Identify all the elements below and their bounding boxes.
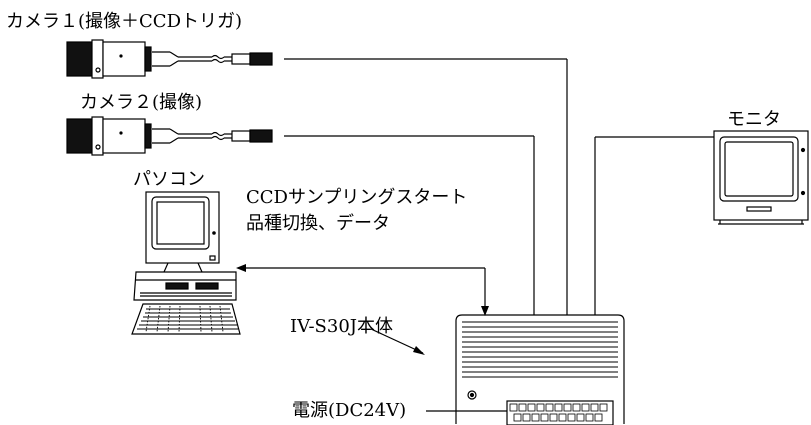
comm-link bbox=[244, 267, 486, 310]
camera1-icon bbox=[66, 39, 568, 315]
pc-label: パソコン bbox=[133, 169, 205, 190]
terminal-row-top bbox=[509, 403, 608, 412]
arrow-down-icon bbox=[481, 306, 489, 316]
camera2-label: カメラ２(撮像) bbox=[80, 92, 203, 113]
camera2-icon bbox=[66, 116, 535, 315]
keyboard-keys bbox=[137, 305, 238, 333]
controller-vents bbox=[462, 321, 618, 378]
camera1-label: カメラ１(撮像＋CCDトリガ) bbox=[6, 11, 243, 32]
monitor-label: モニタ bbox=[727, 109, 781, 130]
controller-leader-line bbox=[370, 328, 424, 354]
controller-leader-arrow-icon bbox=[413, 346, 425, 355]
comm-label-line1: CCDサンプリングスタート bbox=[246, 187, 468, 208]
terminal-row-bottom bbox=[513, 413, 603, 422]
monitor-icon bbox=[594, 130, 809, 315]
controller-label: IV-S30J本体 bbox=[290, 316, 393, 337]
pc-icon bbox=[131, 191, 241, 335]
arrow-left-icon bbox=[236, 264, 246, 272]
power-label: 電源(DC24V) bbox=[292, 400, 407, 421]
comm-label-line2: 品種切換、データ bbox=[246, 213, 390, 234]
terminal-block bbox=[509, 403, 608, 422]
